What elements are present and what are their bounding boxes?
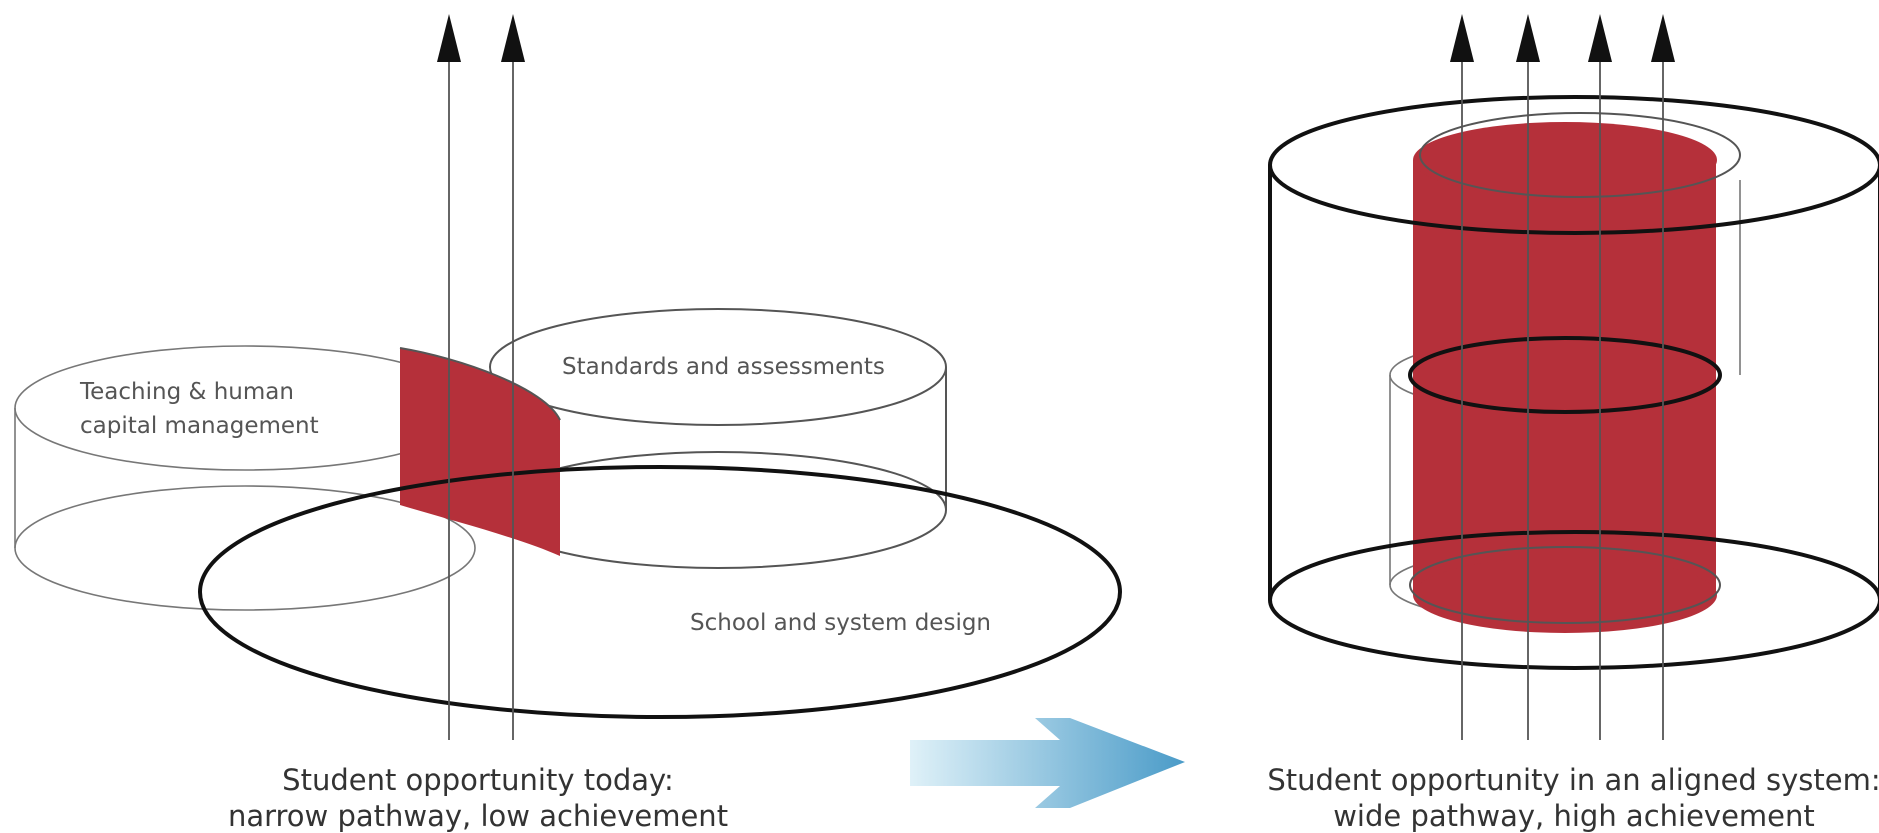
left-pathway-arrows bbox=[437, 14, 525, 740]
right-pathway-arrows bbox=[1450, 14, 1675, 740]
outer-cylinder bbox=[1268, 95, 1879, 670]
arrow-up-icon bbox=[1651, 14, 1675, 62]
arrow-up-icon bbox=[1450, 14, 1474, 62]
arrow-up-icon bbox=[437, 14, 461, 62]
right-caption-line2: wide pathway, high achievement bbox=[1333, 799, 1815, 833]
wide-pathway-red bbox=[1413, 122, 1717, 633]
right-caption-line1: Student opportunity in an aligned system… bbox=[1267, 763, 1879, 797]
school-design-ellipse bbox=[198, 465, 1122, 719]
left-caption-line2: narrow pathway, low achievement bbox=[228, 799, 728, 833]
label-teaching-line1: Teaching & human bbox=[79, 379, 294, 405]
label-teaching-line2: capital management bbox=[80, 413, 319, 439]
left-caption-line1: Student opportunity today: bbox=[282, 763, 674, 797]
arrow-up-icon bbox=[1516, 14, 1540, 62]
left-diagram: Teaching & human capital management Stan… bbox=[14, 14, 1122, 833]
transition-arrow-icon bbox=[910, 718, 1185, 808]
arrow-up-icon bbox=[1588, 14, 1612, 62]
right-diagram: Student opportunity in an aligned system… bbox=[1267, 14, 1879, 833]
label-standards: Standards and assessments bbox=[562, 354, 885, 380]
label-school: School and system design bbox=[690, 610, 991, 636]
narrow-pathway-red bbox=[400, 348, 560, 556]
arrow-up-icon bbox=[501, 14, 525, 62]
